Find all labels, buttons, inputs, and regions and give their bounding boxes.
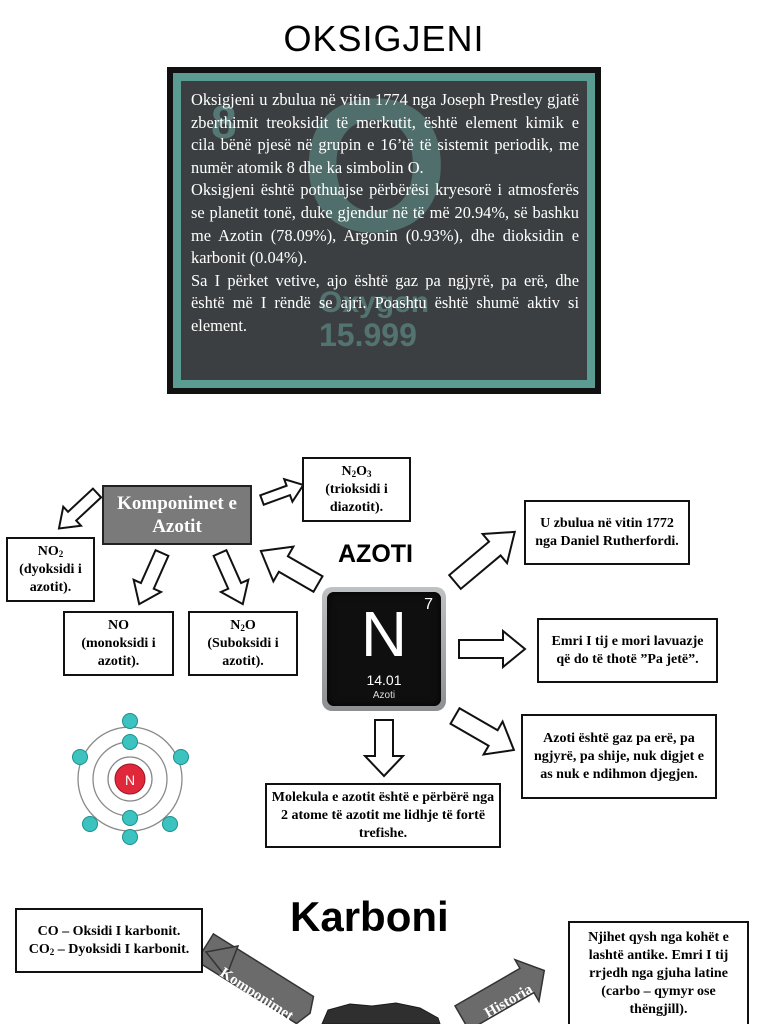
n2o-formula: N2O [230,617,256,633]
oxygen-watermark-symbol: O [301,81,449,272]
no2-box: NO2 (dyoksidi i azotit). [6,537,95,602]
arrow-komponimet-to-n2o [212,548,250,606]
karboni-co2-rest: – Dyoksidi I karbonit. [54,941,190,957]
karboni-title: Karboni [290,893,449,940]
n2o-box: N2O (Suboksidi i azotit). [188,611,298,676]
arrow-komponimet-head [204,945,240,979]
oxygen-paragraph-atmosphere: Oksigjeni është pothuajse përbërësi krye… [191,180,579,268]
oxygen-paragraph-discovery: Oksigjeni u zbulua në vitin 1774 nga Jos… [191,90,579,177]
arrow-komponimet-to-n2o3 [259,477,305,506]
arrow-tile-to-discovery [447,530,517,591]
arrow-tile-to-name-origin [458,628,527,670]
oxygen-card-panel: 8 O Oxygen 15.999 Oksigjeni u zbulua në … [181,81,587,380]
tile-atomic-number: 7 [424,596,433,613]
oxygen-description: Oksigjeni u zbulua në vitin 1774 nga Jos… [191,89,579,338]
carbon-rock-image [321,1002,441,1024]
karboni-history-box: Njihet qysh nga kohët e lashtë antike. E… [568,921,749,1024]
komponimet-azotit-box: Komponimet e Azotit [102,485,252,545]
n2o-name: (Suboksidi i azotit). [207,635,279,669]
tile-mass: 14.01 [366,672,402,688]
oxygen-watermark-mass: 15.999 [319,317,417,353]
arrow-tile-to-komponimet [259,545,324,594]
arrow-komponimet-to-no2 [57,487,103,530]
no-name: (monoksidi i azotit). [81,635,156,669]
karboni-co2-line: CO2 – Dyoksidi I karbonit. [28,941,190,957]
properties-box: Azoti është gaz pa erë, pa ngjyrë, pa sh… [521,714,717,799]
name-origin-box: Emri I tij e mori lavuazje që do të thot… [537,618,718,683]
nitrogen-tile-face: 7 N 14.01 Azoti [327,592,441,706]
no2-formula: NO2 [37,543,64,559]
oxygen-watermark-name: Oxygen [319,286,430,319]
tile-symbol: N [360,598,408,670]
tile-name: Azoti [372,690,396,701]
azoti-title: AZOTI [338,540,413,568]
nitrogen-periodic-tile: 7 N 14.01 Azoti [322,587,446,711]
atom-nucleus-label: N [125,772,135,788]
atom-nucleus [114,763,146,795]
no-formula: NO [108,617,129,633]
molecule-box: Molekula e azotit është e përbërë nga 2 … [265,783,501,848]
arrow-tile-to-properties [449,706,516,756]
arrow-komponimet-karboni [195,932,315,1024]
n2o3-formula: N2O3 [341,463,372,479]
oxygen-paragraph-properties: Sa I përket vetive, ajo është gaz pa ngj… [191,270,579,335]
n2o3-name: (trioksidi i diazotit). [325,481,388,515]
arrow-tile-to-molecule [362,719,406,778]
n2o3-box: N2O3 (trioksidi i diazotit). [302,457,411,522]
arrow-komponimet-to-no [132,548,170,606]
oxygen-card: 8 O Oxygen 15.999 Oksigjeni u zbulua në … [167,67,601,394]
no2-name: (dyoksidi i azotit). [19,561,82,595]
no-box: NO (monoksidi i azotit). [63,611,174,676]
oxygen-title: OKSIGJENI [283,18,485,59]
atom-electrons [72,713,189,845]
oxygen-card-border: 8 O Oxygen 15.999 Oksigjeni u zbulua në … [173,73,595,388]
karboni-compounds-box: CO – Oksidi I karbonit. CO2 – Dyoksidi I… [15,908,203,973]
karboni-co-line: CO – Oksidi I karbonit. [37,923,181,939]
discovery-box: U zbulua në vitin 1772 nga Daniel Ruther… [524,500,690,565]
oxygen-watermark-number: 8 [211,96,237,148]
